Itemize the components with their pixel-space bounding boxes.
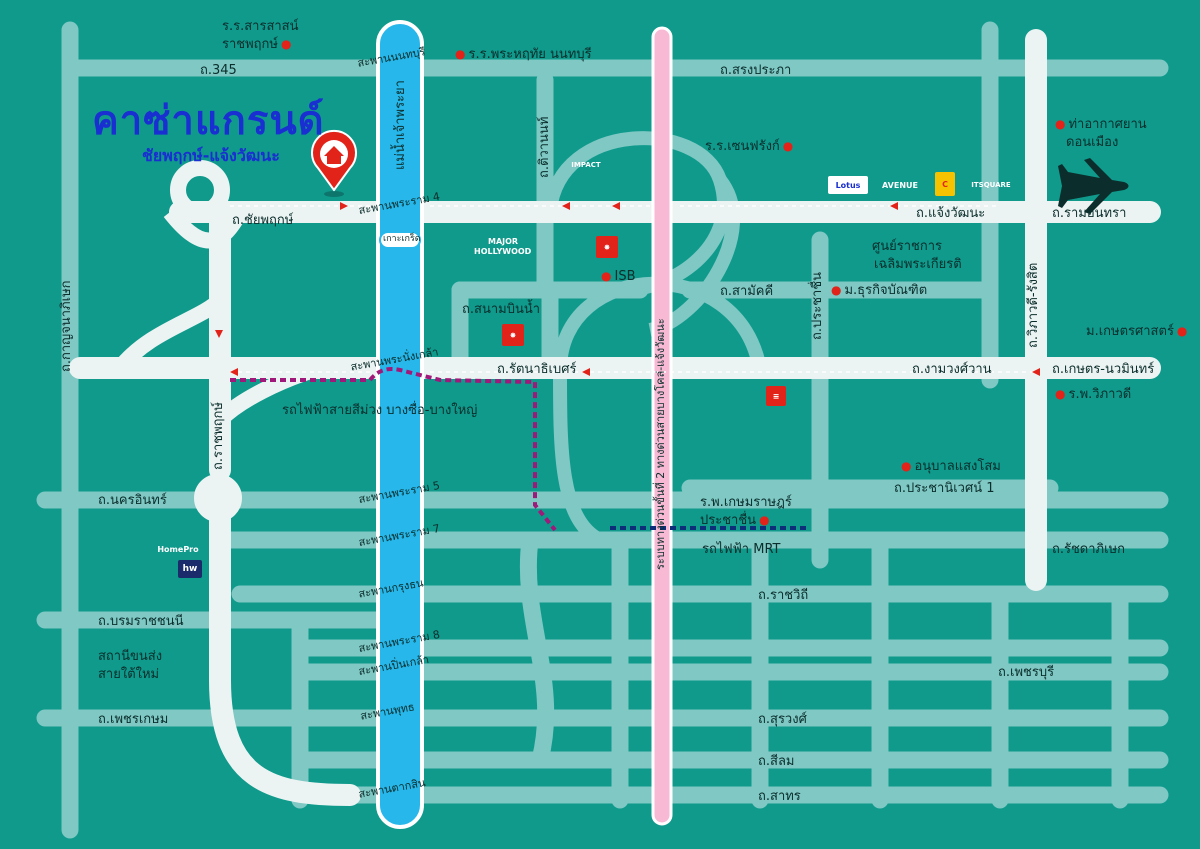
place-airport-2: ดอนเมือง xyxy=(1066,135,1119,150)
road-ratchawithi: ถ.ราชวิถี xyxy=(758,588,809,603)
purple-line-route xyxy=(230,367,557,532)
road-prachachuen: ถ.ประชาชื่น xyxy=(810,271,825,340)
marker-dot-icon: ● xyxy=(831,283,842,297)
mall-logo-icon: ≡ xyxy=(766,386,786,406)
road-nakhon-in: ถ.นครอินทร์ xyxy=(98,493,167,508)
place-kasetsart: ม.เกษตรศาสตร์● xyxy=(1086,324,1188,339)
place-vibhavadi-hospital: ●ร.พ.วิภาวดี xyxy=(1055,387,1132,402)
avenue-logo: AVENUE xyxy=(882,180,918,190)
itsquare-logo: ITSQUARE xyxy=(971,181,1011,189)
road-prachanukul: ถ.ประชานิเวศน์ 1 xyxy=(894,481,995,496)
place-govcenter: ศูนย์ราชการ xyxy=(872,239,943,254)
place-stfrancis: ร.ร.เซนฟรังก์● xyxy=(705,139,794,154)
marker-dot-icon: ● xyxy=(759,513,770,527)
place-saraswat-2: ราชพฤกษ์● xyxy=(222,37,292,52)
marker-dot-icon: ● xyxy=(1176,324,1188,338)
road-chaengwattana: ถ.แจ้งวัฒนะ xyxy=(916,206,986,221)
marker-dot-icon: ● xyxy=(601,269,612,283)
road-ratchaphruek: ถ.ราชพฤกษ์ xyxy=(211,402,226,470)
island-label: เกาะเกร็ด xyxy=(383,234,421,244)
marker-dot-icon: ● xyxy=(1055,387,1066,401)
homeworks-logo: hw xyxy=(178,560,202,578)
place-anuban: ●อนุบาลแสงโสม xyxy=(901,459,1001,474)
place-bus-terminal-2: สายใต้ใหม่ xyxy=(98,667,160,682)
place-bus-terminal: สถานีขนส่ง xyxy=(98,649,163,664)
road-sanambinnam: ถ.สนามบินน้ำ xyxy=(462,302,541,317)
marker-dot-icon: ● xyxy=(1055,117,1066,131)
river-label: แม่น้ำเจ้าพระยา xyxy=(393,80,408,170)
road-vibhavadi: ถ.วิภาวดี-รังสิต xyxy=(1026,262,1041,348)
river xyxy=(376,20,424,829)
impact-logo: IMPACT xyxy=(571,161,601,169)
road-phetkasem: ถ.เพชรเกษม xyxy=(98,712,169,727)
road-tiwanon: ถ.ติวานนท์ xyxy=(537,116,552,178)
lotus-logo: Lotus xyxy=(828,176,868,194)
marker-dot-icon: ● xyxy=(901,459,912,473)
place-govcenter-2: เฉลิมพระเกียรติ xyxy=(874,257,962,272)
marker-dot-icon: ● xyxy=(782,139,794,153)
road-ratchadaphisek: ถ.รัชดาภิเษก xyxy=(1052,542,1126,557)
place-prathai: ●ร.ร.พระหฤทัย นนทบุรี xyxy=(455,47,592,62)
homepro-logo: HomePro xyxy=(157,544,199,554)
road-surawong: ถ.สุรวงศ์ xyxy=(758,712,807,727)
major-logo: MAJOR xyxy=(488,237,519,246)
place-isb: ●ISB xyxy=(601,269,636,284)
direction-arrows xyxy=(215,202,1040,376)
road-kanchanaphisek: ถ.กาญจนาภิเษก xyxy=(59,280,74,372)
route-dashes xyxy=(230,205,1040,373)
interchanges xyxy=(113,160,323,522)
road-chaiyapruek: ถ.ชัยพฤกษ์ xyxy=(232,213,294,228)
road-ngamwongwan: ถ.งามวงศ์วาน xyxy=(912,362,992,377)
road-samakkhi: ถ.สามัคคี xyxy=(720,284,774,299)
place-dpu: ●ม.ธุรกิจบัณฑิต xyxy=(831,283,928,298)
road-ramintra: ถ.รามอินทรา xyxy=(1052,206,1127,221)
road-boromratchachonnani: ถ.บรมราชชนนี xyxy=(98,614,184,629)
place-kasemrad-2: ประชาชื่น● xyxy=(700,513,770,528)
major-logo-2: HOLLYWOOD xyxy=(474,247,532,256)
airplane-icon xyxy=(1058,158,1129,214)
road-songprapa: ถ.สรงประภา xyxy=(720,63,792,78)
central-logo-2-icon: ✸ xyxy=(502,324,524,346)
project-location: ชัยพฤกษ์-แจ้งวัฒนะ xyxy=(142,146,280,165)
place-saraswat: ร.ร.สารสาสน์ xyxy=(222,19,299,34)
road-rattanathibet: ถ.รัตนาธิเบศร์ xyxy=(497,362,577,377)
project-title: คาซ่าแกรนด์ xyxy=(92,98,325,144)
road-silom: ถ.สีลม xyxy=(758,754,795,769)
central-plaza-logo-icon: C xyxy=(935,172,955,196)
central-logo-icon: ✸ xyxy=(596,236,618,258)
expressway-line xyxy=(651,26,673,826)
place-kasemrad: ร.พ.เกษมราษฎร์ xyxy=(700,495,792,510)
road-345: ถ.345 xyxy=(200,63,237,78)
road-expressway: ระบบทางด่วนขั้นที่ 2 ทางด่วนสายบางโคล่-แ… xyxy=(654,318,667,570)
road-sathorn: ถ.สาทร xyxy=(758,789,801,804)
mrt-line-label: รถไฟฟ้า MRT xyxy=(702,542,781,557)
place-airport: ●ท่าอากาศยาน xyxy=(1055,117,1147,132)
purple-line-label: รถไฟฟ้าสายสีม่วง บางซื่อ-บางใหญ่ xyxy=(282,403,478,418)
home-pin-icon xyxy=(311,129,357,197)
road-kaset-nawamin: ถ.เกษตร-นวมินทร์ xyxy=(1052,362,1155,377)
marker-dot-icon: ● xyxy=(281,37,292,51)
marker-dot-icon: ● xyxy=(455,47,466,61)
road-phetchaburi: ถ.เพชรบุรี xyxy=(998,665,1055,680)
